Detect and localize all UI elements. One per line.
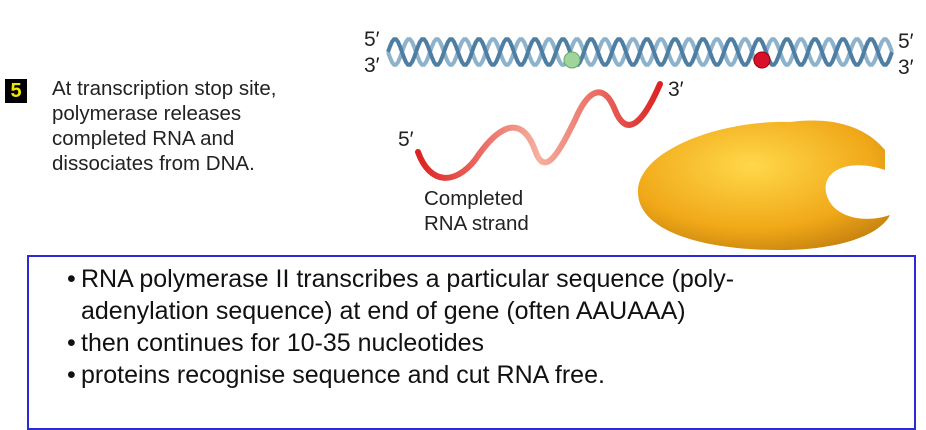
rna-strand-caption: Completed RNA strand xyxy=(424,186,529,236)
step-line: At transcription stop site, xyxy=(52,77,277,100)
step-number-badge: 5 xyxy=(5,79,27,103)
stop-site-marker xyxy=(753,51,771,69)
dna-left-5-prime-label: 5′ xyxy=(364,28,380,51)
rna-5-prime-label: 5′ xyxy=(398,128,414,151)
note-item: then continues for 10-35 nucleotides xyxy=(67,327,914,359)
start-site-marker xyxy=(563,51,581,69)
dna-right-5-prime-label: 5′ xyxy=(898,30,914,53)
transcription-termination-illustration xyxy=(386,37,894,251)
notes-box: RNA polymerase II transcribes a particul… xyxy=(27,255,916,430)
dna-left-3-prime-label: 3′ xyxy=(364,54,380,77)
note-line: adenylation sequence) at end of gene (of… xyxy=(81,297,686,325)
step-line: completed RNA and xyxy=(52,127,235,150)
rna-3-prime-label: 3′ xyxy=(668,78,684,101)
note-line: RNA polymerase II transcribes a particul… xyxy=(81,265,735,293)
note-line: proteins recognise sequence and cut RNA … xyxy=(81,361,605,389)
dna-double-helix xyxy=(386,37,894,67)
note-line: then continues for 10-35 nucleotides xyxy=(81,329,485,357)
caption-line: Completed xyxy=(424,187,524,210)
dna-right-3-prime-label: 3′ xyxy=(898,56,914,79)
step-description: At transcription stop site, polymerase r… xyxy=(52,76,276,176)
note-item: proteins recognise sequence and cut RNA … xyxy=(67,359,914,391)
completed-rna-strand xyxy=(415,81,663,181)
note-item: RNA polymerase II transcribes a particul… xyxy=(67,263,914,327)
rna-polymerase xyxy=(637,120,890,251)
caption-line: RNA strand xyxy=(424,212,529,235)
step-line: dissociates from DNA. xyxy=(52,152,255,175)
step-line: polymerase releases xyxy=(52,102,242,125)
dna-strand xyxy=(386,37,894,67)
